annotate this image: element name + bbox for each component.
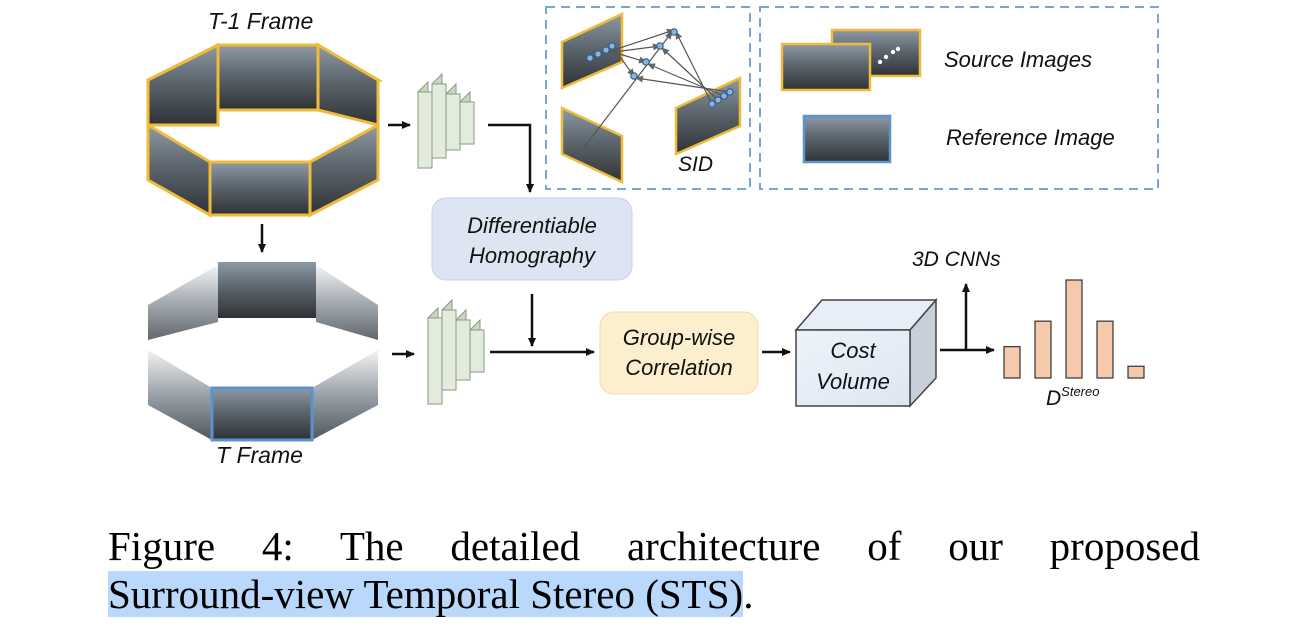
legend-source-label: Source Images <box>944 47 1092 72</box>
t-frame-label: T Frame <box>216 442 303 468</box>
caption-highlight: Surround-view Temporal Stereo (STS) <box>108 571 744 617</box>
sid-illustration <box>560 12 742 184</box>
cost-volume-label-2: Volume <box>816 369 890 394</box>
sts-architecture-diagram: T-1 Frame T Frame Differentia <box>146 6 1159 468</box>
t-minus-1-frame-ring <box>146 42 384 218</box>
d-stereo-histogram <box>1003 279 1145 379</box>
d-stereo-base: D <box>1046 387 1061 410</box>
differentiable-homography-label-2: Homography <box>469 243 597 268</box>
histogram-bar <box>1034 320 1052 379</box>
sid-label: SID <box>678 153 713 176</box>
histogram-bar <box>1127 365 1145 379</box>
histogram-bar <box>1003 346 1021 379</box>
legend-source-swatch <box>780 28 922 92</box>
t-frame-ring <box>148 262 378 442</box>
caption-line-1: Figure 4: The detailed architecture of o… <box>108 523 1200 569</box>
caption-line-2: Surround-view Temporal Stereo (STS). <box>108 570 1200 618</box>
d-stereo-label: DStereo <box>1046 384 1099 410</box>
group-wise-correlation-label-2: Correlation <box>625 355 733 380</box>
histogram-bar <box>1065 279 1083 379</box>
legend-reference-swatch <box>802 114 892 164</box>
legend-box <box>759 6 1159 190</box>
top-feature-arrow <box>488 123 534 193</box>
sid-inset-box <box>545 6 751 190</box>
cnn-3d-label: 3D CNNs <box>912 248 1001 271</box>
feature-extractor-bottom <box>392 298 485 406</box>
t-minus-1-frame-label: T-1 Frame <box>208 8 313 34</box>
histogram-bar <box>1096 320 1114 379</box>
differentiable-homography-box <box>431 197 633 281</box>
differentiable-homography-label-1: Differentiable <box>467 213 597 238</box>
feature-extractor-top <box>388 72 475 170</box>
group-wise-correlation-box <box>599 311 759 395</box>
reference-image <box>210 386 314 442</box>
cost-volume-label-1: Cost <box>830 338 876 363</box>
cost-volume-cube <box>794 297 938 408</box>
caption-tail: . <box>743 571 754 617</box>
group-wise-correlation-label-1: Group-wise <box>623 325 735 350</box>
legend-reference-label: Reference Image <box>946 125 1115 150</box>
d-stereo-superscript: Stereo <box>1061 384 1099 399</box>
